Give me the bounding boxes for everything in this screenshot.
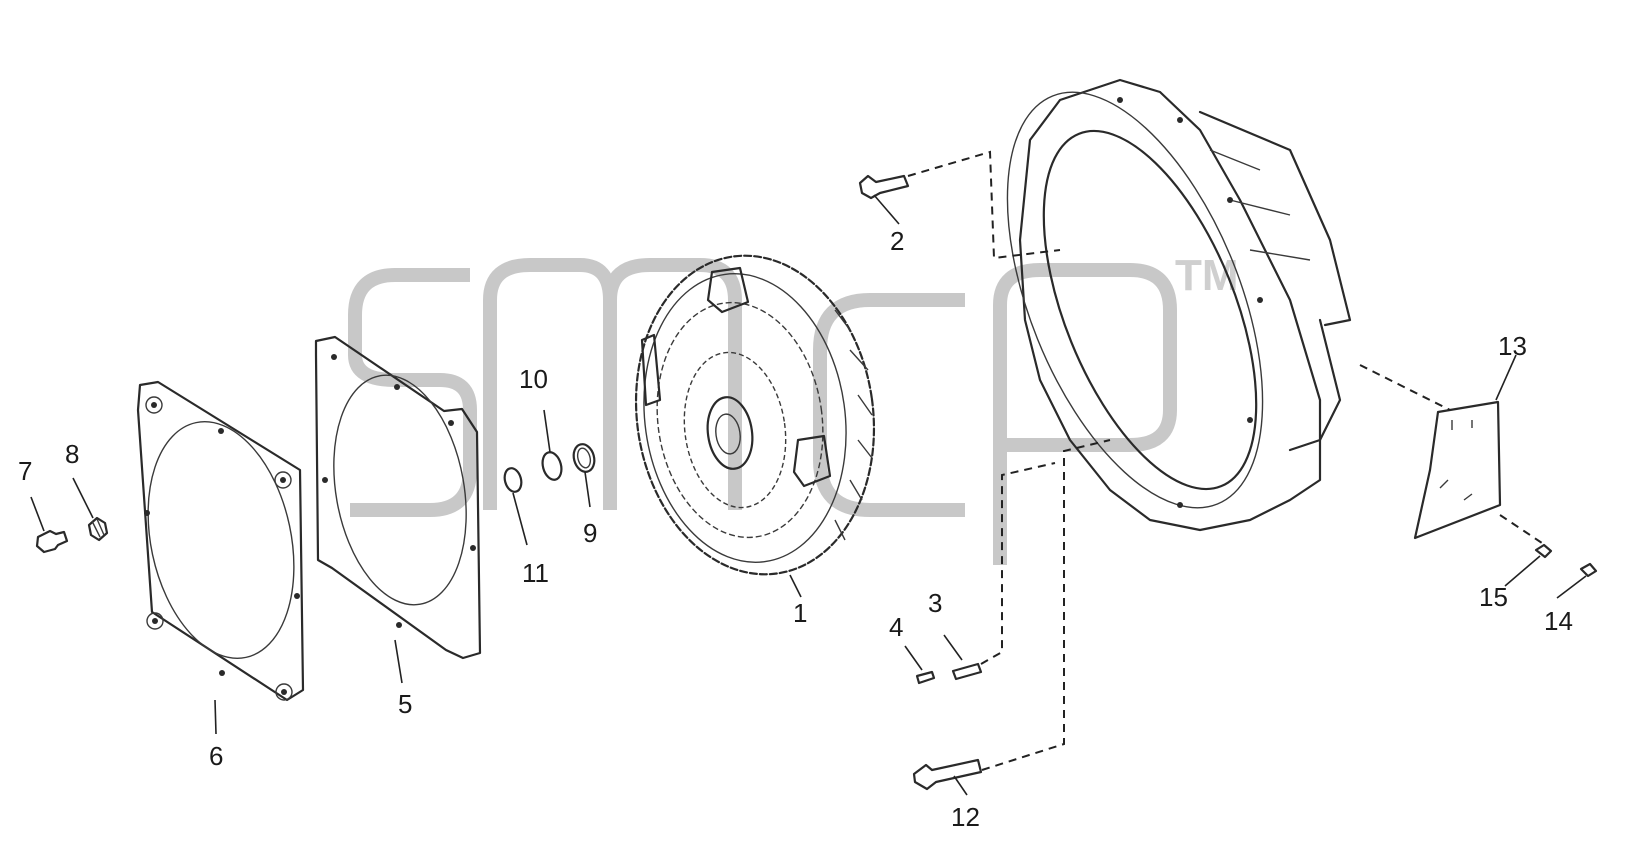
callout-5: 5 xyxy=(398,689,412,719)
callout-8: 8 xyxy=(65,439,79,469)
callout-6: 6 xyxy=(209,741,223,771)
callout-14: 14 xyxy=(1544,606,1573,636)
gasket xyxy=(314,335,482,660)
watermark-tm: TM xyxy=(1175,251,1239,300)
cover-plate xyxy=(136,380,305,702)
small-bolt-and-plug xyxy=(35,516,109,554)
callout-11: 11 xyxy=(522,558,549,588)
callout-1: 1 xyxy=(793,598,807,628)
callout-7: 7 xyxy=(18,456,32,486)
seal-ring-small xyxy=(503,467,523,493)
callout-15: 15 xyxy=(1479,582,1508,612)
inspection-cover xyxy=(1413,400,1502,540)
leader-lines xyxy=(30,194,1587,796)
fasteners xyxy=(858,174,1598,791)
seal-rings xyxy=(503,443,596,493)
callout-10: 10 xyxy=(519,364,548,394)
seal-ring-medium xyxy=(541,451,563,481)
seal-ring-large xyxy=(572,443,596,473)
torque-converter xyxy=(634,254,876,576)
callout-9: 9 xyxy=(583,518,597,548)
callout-4: 4 xyxy=(889,612,903,642)
callout-12: 12 xyxy=(951,802,980,832)
alignment-lines xyxy=(907,150,1546,771)
bell-housing xyxy=(1006,78,1352,532)
callout-2: 2 xyxy=(890,226,904,256)
callout-3: 3 xyxy=(928,588,942,618)
callout-13: 13 xyxy=(1498,331,1527,361)
callout-labels: 1 2 3 4 5 6 7 8 9 10 11 12 13 14 15 xyxy=(18,226,1573,832)
